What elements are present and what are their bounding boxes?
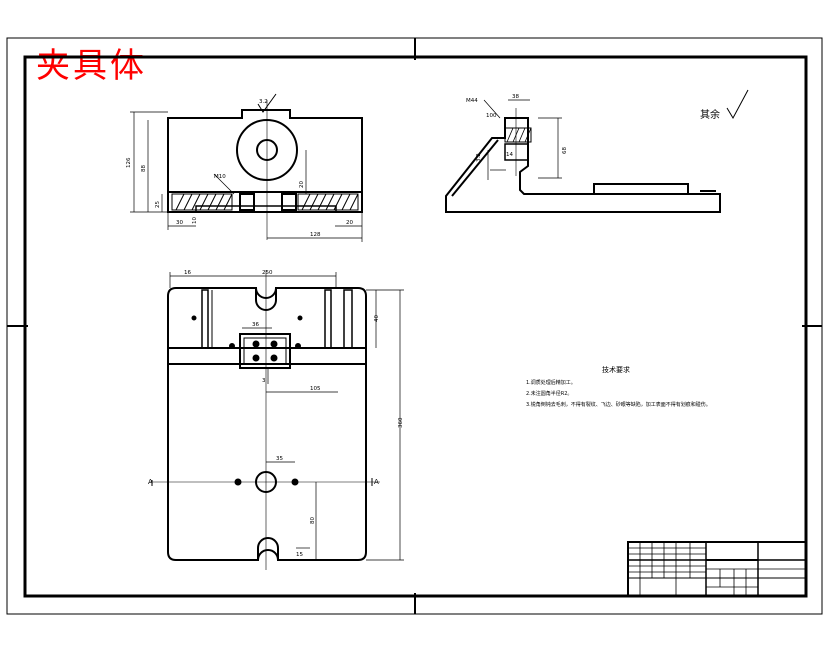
title-block xyxy=(627,541,807,597)
dim-right-upper: 40 xyxy=(374,315,380,322)
section-mark-left: A xyxy=(148,478,153,486)
tech-req-item-3: 3.锐角倒钝去毛刺，不得有裂纹、飞边、砂眼等缺陷，加工表面不得有划痕和碰伤。 xyxy=(526,401,711,408)
dim-bottom-left: 30 xyxy=(176,220,183,226)
dim-inner-block: 36 xyxy=(252,322,259,328)
section-mark-right: A xyxy=(374,478,379,486)
dim-bottom-center: 128 xyxy=(310,232,321,238)
drawing-title: 夹具体 xyxy=(36,46,147,86)
dim-left: 3.2 xyxy=(476,153,482,162)
dim-thread: M44 xyxy=(466,98,478,104)
dim-inner-height: 88 xyxy=(141,165,147,172)
dim-top-width: 250 xyxy=(262,270,273,276)
block-label: 3 xyxy=(262,378,266,384)
front-view-labels: 126 88 25 30 10 128 20 M10 3.2 20 xyxy=(126,99,353,238)
dim-side-note: 100 xyxy=(486,113,497,119)
centring-marks xyxy=(7,38,822,614)
dim-hole-spacing: 35 xyxy=(276,456,283,462)
dim-top-width: 38 xyxy=(512,94,519,100)
side-view-labels: M44 38 68 14 3.2 100 xyxy=(466,94,568,162)
dim-right-total: 360 xyxy=(398,417,404,428)
tech-req-item-2: 2.未注圆角半径R2。 xyxy=(526,390,572,397)
dim-hole-depth: 10 xyxy=(192,217,198,224)
tech-req-heading: 技术要求 xyxy=(602,365,630,374)
dim-center-offset: 105 xyxy=(310,386,321,392)
dim-lower-vertical: 80 xyxy=(310,517,316,524)
dim-side-mark: 20 xyxy=(299,181,305,188)
dim-top-left: 16 xyxy=(184,270,191,276)
front-view xyxy=(130,93,363,242)
dim-note: M10 xyxy=(214,174,226,180)
dim-right-height: 68 xyxy=(562,147,568,154)
roughness-note: 其余 xyxy=(700,108,720,121)
dim-bottom-right: 20 xyxy=(346,220,353,226)
dim-inner: 14 xyxy=(506,152,513,158)
dim-base-thickness: 25 xyxy=(155,201,161,208)
inner-frame xyxy=(23,55,808,598)
plan-view-labels: 16 250 40 360 36 105 35 80 A A 15 3 xyxy=(148,270,404,558)
technical-requirements: 技术要求 1.调质处理后精加工。 2.未注圆角半径R2。 3.锐角倒钝去毛刺，不… xyxy=(526,365,711,408)
roughness-value: 3.2 xyxy=(259,99,268,105)
tech-req-item-1: 1.调质处理后精加工。 xyxy=(526,379,576,386)
outer-frame xyxy=(6,37,823,615)
side-view xyxy=(445,99,721,213)
plan-view xyxy=(150,270,404,570)
dim-overall-height: 126 xyxy=(126,157,132,168)
dim-bottom-mark: 15 xyxy=(296,552,303,558)
roughness-general: 其余 xyxy=(700,89,749,121)
